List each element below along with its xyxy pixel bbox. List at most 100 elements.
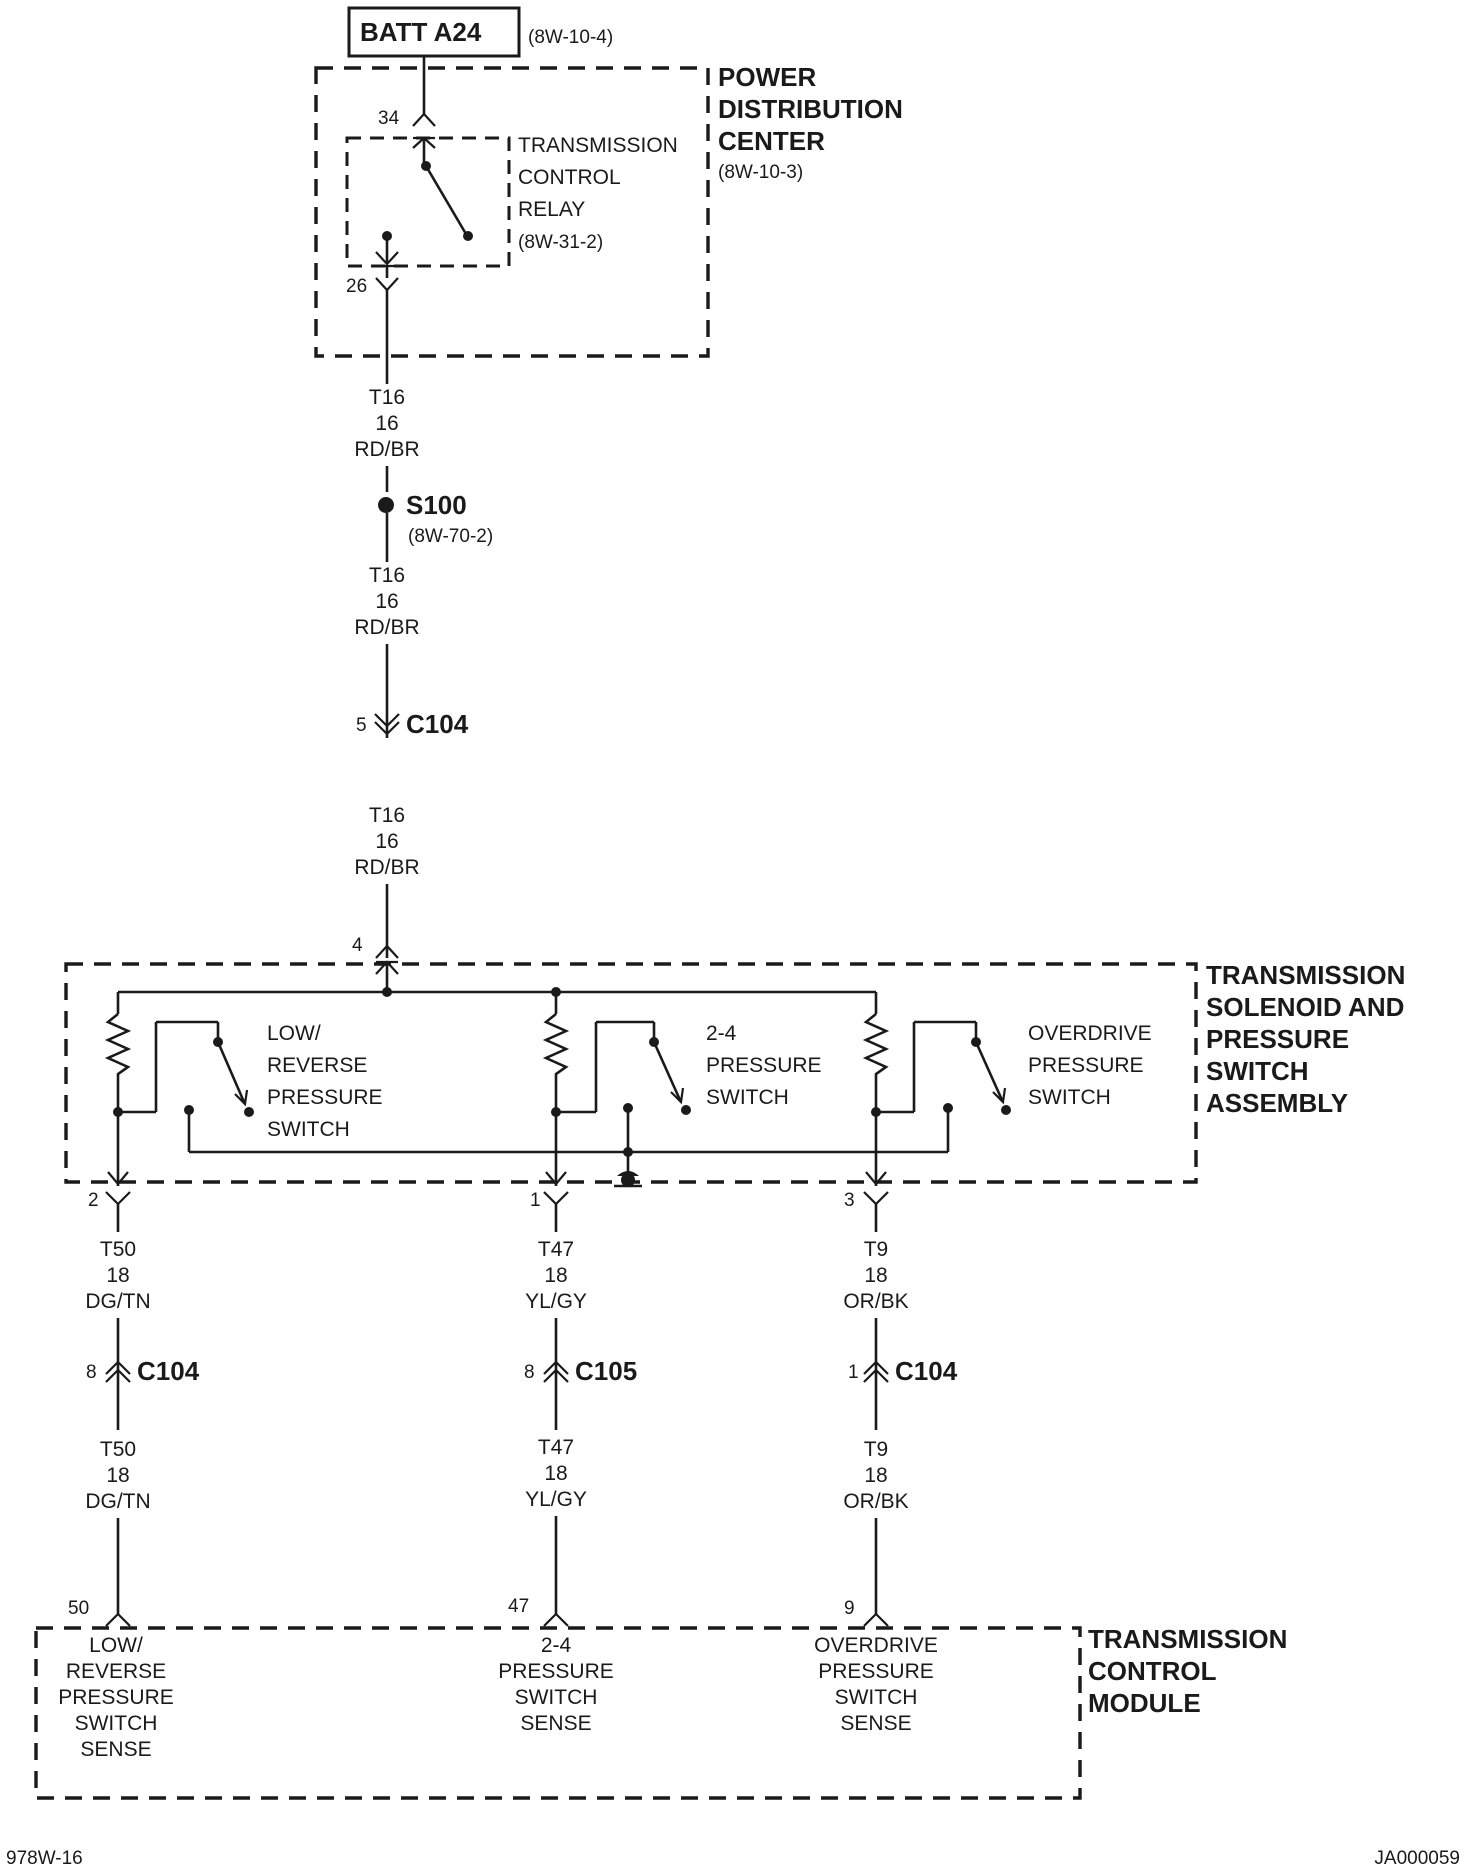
tcm-input-3-line4: SENSE — [840, 1712, 911, 1735]
relay-label-1: TRANSMISSION — [518, 134, 678, 157]
battery-feed: BATT A24 (8W-10-4) — [347, 6, 613, 114]
2-4-pressure-switch: 2-4 PRESSURE SWITCH — [551, 1020, 822, 1152]
connector-top-pin: 5 — [356, 715, 367, 736]
wire-color-3: RD/BR — [354, 856, 419, 879]
tcm-title-2: CONTROL — [1088, 1656, 1217, 1686]
tcm-title-3: MODULE — [1088, 1688, 1201, 1718]
solenoid-pressure-switch-assembly: TRANSMISSION SOLENOID AND PRESSURE SWITC… — [64, 960, 1405, 1188]
assembly-title-5: ASSEMBLY — [1206, 1088, 1348, 1118]
pdc-title-3: CENTER — [718, 126, 825, 156]
assembly-pin-4: 4 — [352, 935, 363, 956]
battery-label: BATT A24 — [360, 17, 482, 47]
low-reverse-label-2: REVERSE — [267, 1054, 367, 1077]
tcm-boundary — [34, 1626, 1082, 1800]
branch-1-color-b: DG/TN — [85, 1490, 150, 1513]
assembly-title-2: SOLENOID AND — [1206, 992, 1404, 1022]
wire-gauge-1: 16 — [375, 412, 398, 435]
branch-1-tcm-pin: 50 — [68, 1598, 89, 1619]
relay-label-2: CONTROL — [518, 166, 621, 189]
splice-ref: (8W-70-2) — [408, 526, 493, 547]
tcm-input-1-line3: PRESSURE — [58, 1686, 174, 1709]
branch-3-gauge-b: 18 — [864, 1464, 887, 1487]
branch-1-circuit: T50 — [100, 1238, 136, 1261]
tcm-input-1-line5: SENSE — [80, 1738, 151, 1761]
branch-low-reverse: 2 T50 18 DG/TN 8 C104 T50 18 DG/TN 50 — [68, 1190, 200, 1627]
branch-2-tcm-pin: 47 — [508, 1596, 529, 1617]
2-4-label-2: PRESSURE — [706, 1054, 822, 1077]
wire-color-1: RD/BR — [354, 438, 419, 461]
low-reverse-label-3: PRESSURE — [267, 1086, 383, 1109]
branch-2-color: YL/GY — [525, 1290, 587, 1313]
tcm-input-1-line4: SWITCH — [75, 1712, 158, 1735]
pdc-title-2: DISTRIBUTION — [718, 94, 903, 124]
tcm-input-3-line2: PRESSURE — [818, 1660, 934, 1683]
relay-label-3: RELAY — [518, 198, 585, 221]
wire-gauge-3: 16 — [375, 830, 398, 853]
wire-circuit-3: T16 — [369, 804, 405, 827]
branch-2-gauge-b: 18 — [544, 1462, 567, 1485]
branch-2-4: 1 T47 18 YL/GY 8 C105 T47 18 YL/GY 47 — [508, 1190, 637, 1627]
branch-2-color-b: YL/GY — [525, 1488, 587, 1511]
tcm-input-1-line2: REVERSE — [66, 1660, 166, 1683]
2-4-label-3: SWITCH — [706, 1086, 789, 1109]
low-reverse-label-1: LOW/ — [267, 1022, 321, 1045]
main-feed-wire: T16 16 RD/BR S100 (8W-70-2) T16 16 RD/BR… — [352, 290, 493, 959]
battery-box — [347, 6, 521, 58]
connector-c104-top — [374, 713, 400, 736]
branch-3-color: OR/BK — [843, 1290, 908, 1313]
branch-1-circuit-b: T50 — [100, 1438, 136, 1461]
transmission-control-module: TRANSMISSION CONTROL MODULE LOW/ REVERSE… — [34, 1624, 1287, 1800]
overdrive-label-3: SWITCH — [1028, 1086, 1111, 1109]
relay-ref: (8W-31-2) — [518, 232, 603, 253]
tcm-input-2-line4: SENSE — [520, 1712, 591, 1735]
branch-1-gauge-b: 18 — [106, 1464, 129, 1487]
low-reverse-pressure-switch: LOW/ REVERSE PRESSURE SWITCH — [113, 1020, 383, 1152]
branch-1-pin-out: 2 — [88, 1190, 99, 1211]
branch-2-circuit-b: T47 — [538, 1436, 574, 1459]
branch-3-conn-pin: 1 — [848, 1362, 859, 1383]
solenoid-coil-2-4 — [542, 1012, 570, 1112]
branch-3-pin-out: 3 — [844, 1190, 855, 1211]
relay-boundary — [345, 136, 511, 268]
pin-34: 34 — [378, 108, 400, 129]
branch-1-conn: C104 — [137, 1356, 200, 1386]
assembly-title-4: SWITCH — [1206, 1056, 1309, 1086]
tcm-input-3-line1: OVERDRIVE — [814, 1634, 938, 1657]
wire-color-2: RD/BR — [354, 616, 419, 639]
connector-c104-branch-1 — [105, 1360, 131, 1383]
assembly-title-3: PRESSURE — [1206, 1024, 1349, 1054]
branch-overdrive: 3 T9 18 OR/BK 1 C104 T9 18 OR/BK 9 — [843, 1190, 958, 1627]
tcm-input-1-line1: LOW/ — [89, 1634, 143, 1657]
branch-1-gauge: 18 — [106, 1264, 129, 1287]
low-reverse-label-4: SWITCH — [267, 1118, 350, 1141]
branch-2-circuit: T47 — [538, 1238, 574, 1261]
solenoid-coil-low-reverse — [104, 1012, 132, 1112]
splice-label: S100 — [406, 490, 467, 520]
tcm-title-1: TRANSMISSION — [1088, 1624, 1287, 1654]
tcm-input-2-line3: SWITCH — [515, 1686, 598, 1709]
pdc-boundary — [314, 66, 710, 358]
branch-3-tcm-pin: 9 — [844, 1598, 855, 1619]
pdc-title-1: POWER — [718, 62, 816, 92]
battery-ref: (8W-10-4) — [528, 27, 613, 48]
wire-circuit-1: T16 — [369, 386, 405, 409]
overdrive-label-1: OVERDRIVE — [1028, 1022, 1152, 1045]
connector-top-label: C104 — [406, 709, 469, 739]
overdrive-pressure-switch: OVERDRIVE PRESSURE SWITCH — [871, 1020, 1152, 1152]
pin-26: 26 — [346, 276, 367, 297]
branch-3-gauge: 18 — [864, 1264, 887, 1287]
solenoid-coil-overdrive — [862, 1012, 890, 1112]
wire-gauge-2: 16 — [375, 590, 398, 613]
branch-1-color: DG/TN — [85, 1290, 150, 1313]
connector-c104-branch-3 — [863, 1360, 889, 1383]
power-distribution-center: POWER DISTRIBUTION CENTER (8W-10-3) 34 T… — [314, 62, 903, 358]
branch-3-circuit: T9 — [864, 1238, 889, 1261]
tcm-input-3-line3: SWITCH — [835, 1686, 918, 1709]
branch-2-gauge: 18 — [544, 1264, 567, 1287]
tcm-input-2-line2: PRESSURE — [498, 1660, 614, 1683]
splice-s100 — [378, 497, 394, 513]
branch-2-conn: C105 — [575, 1356, 637, 1386]
branch-3-color-b: OR/BK — [843, 1490, 908, 1513]
connector-c105-branch-2 — [543, 1360, 569, 1383]
pdc-ref: (8W-10-3) — [718, 162, 803, 183]
